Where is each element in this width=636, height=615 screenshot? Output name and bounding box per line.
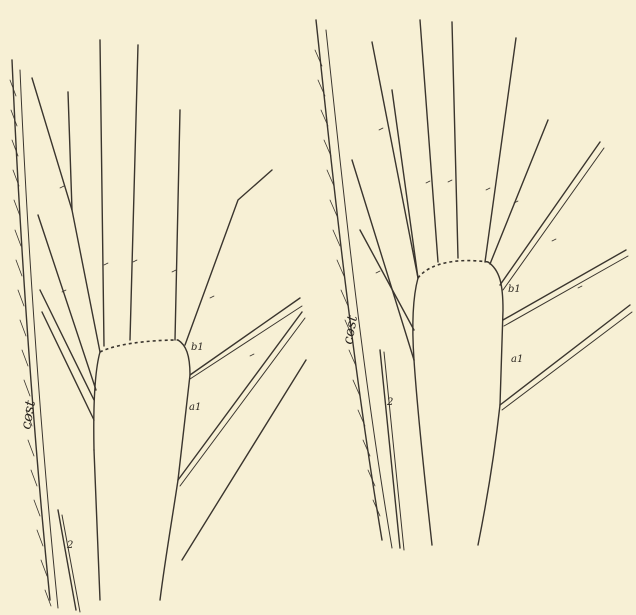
left-radial-veins bbox=[32, 40, 306, 612]
right-vein-ticks bbox=[376, 128, 582, 288]
right-wing: cost a1 b1 2 bbox=[315, 20, 632, 550]
right-lower-stem bbox=[478, 405, 500, 545]
right-main-stem bbox=[414, 360, 432, 545]
right-label-2: 2 bbox=[386, 397, 393, 408]
right-label-a1: a1 bbox=[511, 354, 523, 365]
left-discal-cell bbox=[94, 340, 190, 480]
right-discal-cell bbox=[413, 261, 503, 405]
left-label-a1: a1 bbox=[189, 402, 201, 413]
left-main-stem bbox=[94, 450, 100, 600]
left-costa-label: cost bbox=[18, 399, 39, 431]
right-radial-veins bbox=[352, 20, 632, 550]
right-label-b1: b1 bbox=[508, 284, 521, 295]
left-vein-ticks bbox=[60, 186, 254, 356]
left-label-2: 2 bbox=[66, 540, 73, 551]
left-lower-stem bbox=[160, 480, 178, 600]
left-label-b1: b1 bbox=[191, 342, 204, 353]
right-costa-margin bbox=[315, 20, 392, 548]
right-costa-label: cost bbox=[340, 314, 361, 346]
left-wing: cost a1 b1 2 bbox=[10, 40, 306, 612]
